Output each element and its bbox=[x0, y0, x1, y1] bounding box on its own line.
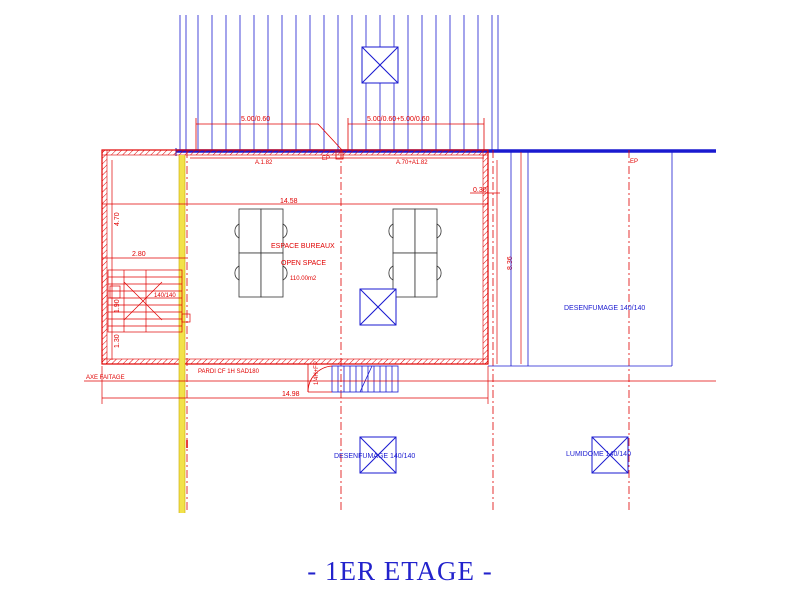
internal-dimensions bbox=[102, 152, 522, 364]
dim-left-470: 4.70 bbox=[114, 212, 121, 226]
label-a182-right: A.70+A1.82 bbox=[396, 160, 428, 166]
dim-left-130: 1.30 bbox=[114, 334, 121, 348]
stair-bottom bbox=[331, 365, 399, 393]
door bbox=[307, 364, 333, 393]
roof-lines bbox=[179, 15, 499, 150]
stair-left bbox=[107, 269, 191, 333]
roof-skylight bbox=[361, 46, 399, 84]
label-desenfumage-bottom: DESENFUMAGE 140/140 bbox=[334, 453, 415, 460]
room-subtitle: OPEN SPACE bbox=[281, 260, 326, 267]
dim-left-280: 2.80 bbox=[132, 251, 146, 258]
exterior-walls bbox=[101, 149, 489, 365]
label-lumidome: LUMIDOME 140/140 bbox=[566, 451, 631, 458]
dim-top-left: 5.00/0.60 bbox=[241, 116, 270, 123]
right-zone bbox=[488, 151, 673, 367]
desk-cluster-left bbox=[234, 208, 288, 298]
dim-top-right: 5.00/0.60+5.00/0.60 bbox=[367, 116, 430, 123]
skylight-desenfumage-bottom bbox=[359, 436, 397, 474]
dim-right-836: 8.36 bbox=[507, 256, 514, 270]
yellow-column bbox=[178, 155, 186, 513]
skylight-lumidome bbox=[591, 436, 629, 474]
grid-axes bbox=[186, 150, 630, 513]
label-ep-right: EP bbox=[630, 159, 638, 165]
label-desenfumage-right: DESENFUMAGE 140/140 bbox=[564, 305, 645, 312]
axe-faitage: AXE FAITAGE bbox=[86, 375, 125, 381]
desk-cluster-right bbox=[388, 208, 442, 298]
top-dimensions bbox=[190, 118, 485, 159]
wall-note: PARDI CF 1H SAD180 bbox=[198, 369, 260, 375]
bottom-lines bbox=[84, 366, 716, 404]
stair-label: 140/140 bbox=[154, 293, 176, 299]
room-area: 110.00m2 bbox=[290, 276, 317, 282]
door-note: 1/4H+FP bbox=[314, 361, 320, 385]
dim-right-030: 0.30 bbox=[473, 187, 487, 194]
drawing-title: - 1ER ETAGE - bbox=[307, 556, 493, 586]
dim-width-main: 14.58 bbox=[280, 198, 298, 205]
label-ep-left: EP bbox=[322, 156, 330, 162]
interior-skylight bbox=[359, 288, 397, 326]
label-a182-left: A.1.82 bbox=[255, 160, 273, 166]
dim-left-190: 1.90 bbox=[114, 299, 121, 313]
dim-width-total: 14.98 bbox=[282, 391, 300, 398]
room-name: ESPACE BUREAUX bbox=[271, 243, 335, 250]
